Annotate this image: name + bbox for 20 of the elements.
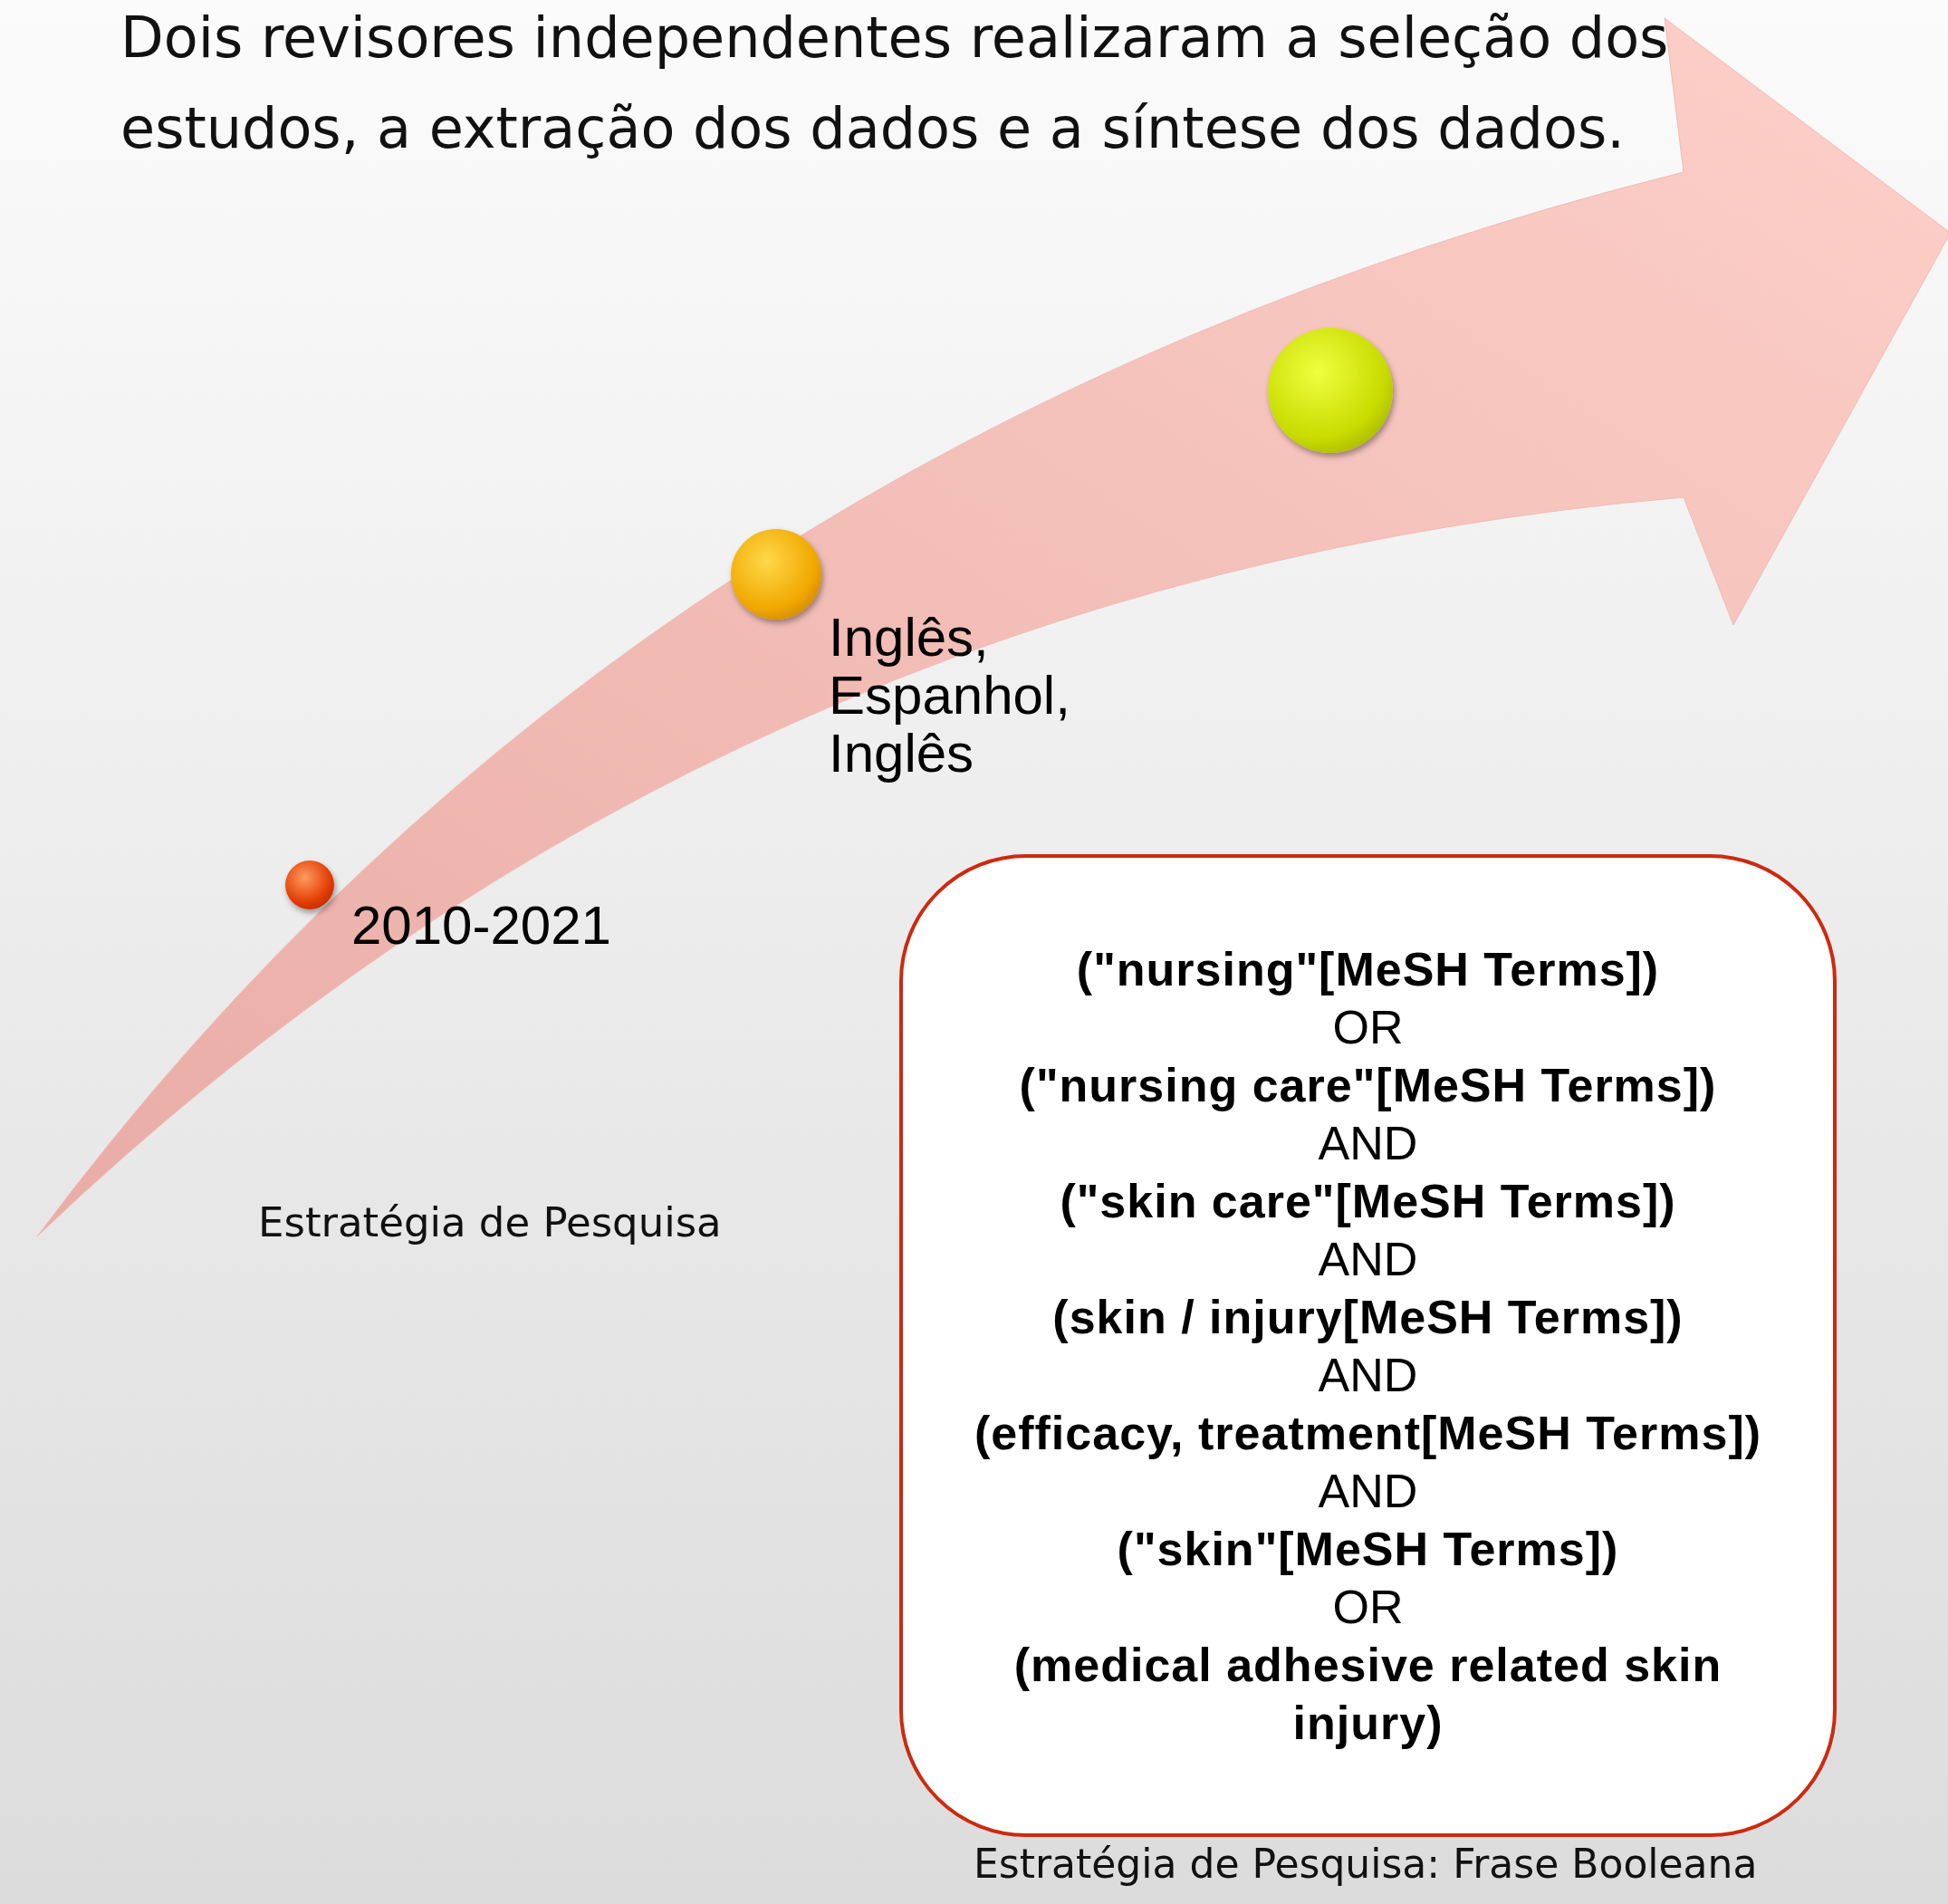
search-term: ("skin care"[MeSH Terms]) (1059, 1173, 1677, 1229)
search-term: ("nursing care"[MeSH Terms]) (1018, 1057, 1718, 1113)
step-label: Inglês, Espanhol, Inglês (829, 609, 1071, 783)
search-term: (medical adhesive related skin injury) (1012, 1637, 1723, 1751)
operator-text: AND (1317, 1231, 1419, 1287)
step-label: 2010-2021 (351, 897, 612, 955)
operator-text: OR (1331, 1579, 1405, 1635)
operator-text: AND (1317, 1347, 1419, 1403)
caption-text: Estratégia de Pesquisa: Frase Booleana (974, 1840, 1759, 1889)
title-text: Dois revisores independentes realizaram a seleção dos estudos, a extração dos dados e a síntese dos dados. (120, 4, 1670, 163)
search-term: ("nursing"[MeSH Terms]) (1075, 941, 1661, 997)
circle-marker (285, 861, 334, 909)
search-term: (efficacy, treatment[MeSH Terms]) (973, 1405, 1763, 1461)
operator-text: AND (1317, 1463, 1419, 1519)
rounded-box (899, 854, 1837, 1837)
section-label: Estratégia de Pesquisa (258, 1197, 722, 1248)
search-term: (skin / injury[MeSH Terms]) (1051, 1289, 1684, 1345)
operator-text: AND (1317, 1115, 1419, 1171)
operator-text: OR (1331, 999, 1405, 1055)
search-term: ("skin"[MeSH Terms]) (1116, 1521, 1620, 1577)
